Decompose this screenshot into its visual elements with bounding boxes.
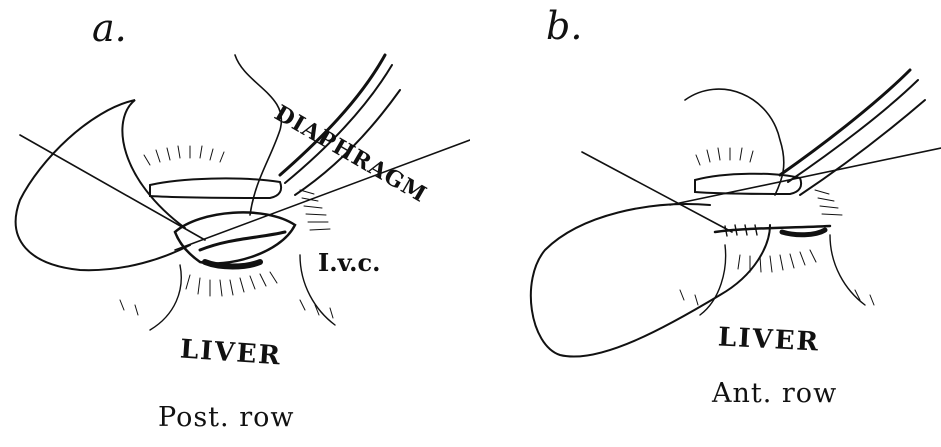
panel-a-drawing (0, 0, 470, 447)
suture-line-left (20, 135, 205, 240)
shading-b (680, 148, 874, 305)
caption-b: Ant. row (712, 378, 837, 409)
ivc-label: I.v.c. (318, 248, 380, 277)
caption-a: Post. row (158, 402, 294, 433)
suture-row-b (715, 226, 830, 232)
liver-outline-b (700, 235, 865, 315)
suture-loop (16, 100, 190, 270)
panel-a: a. DIAPHRAGM I.v.c. LIVER Post. row (0, 0, 470, 447)
ivc-flap (150, 178, 281, 198)
incision (175, 212, 295, 263)
shading (120, 146, 333, 318)
panel-a-letter: a. (92, 6, 127, 50)
panel-b: b. LIVER Ant. row (470, 0, 941, 447)
panel-b-letter: b. (546, 4, 582, 48)
suture-thread-upper (235, 55, 281, 215)
liver-label-b: LIVER (717, 322, 820, 357)
ivc-flap-b (695, 174, 801, 194)
panel-b-drawing (470, 0, 941, 447)
